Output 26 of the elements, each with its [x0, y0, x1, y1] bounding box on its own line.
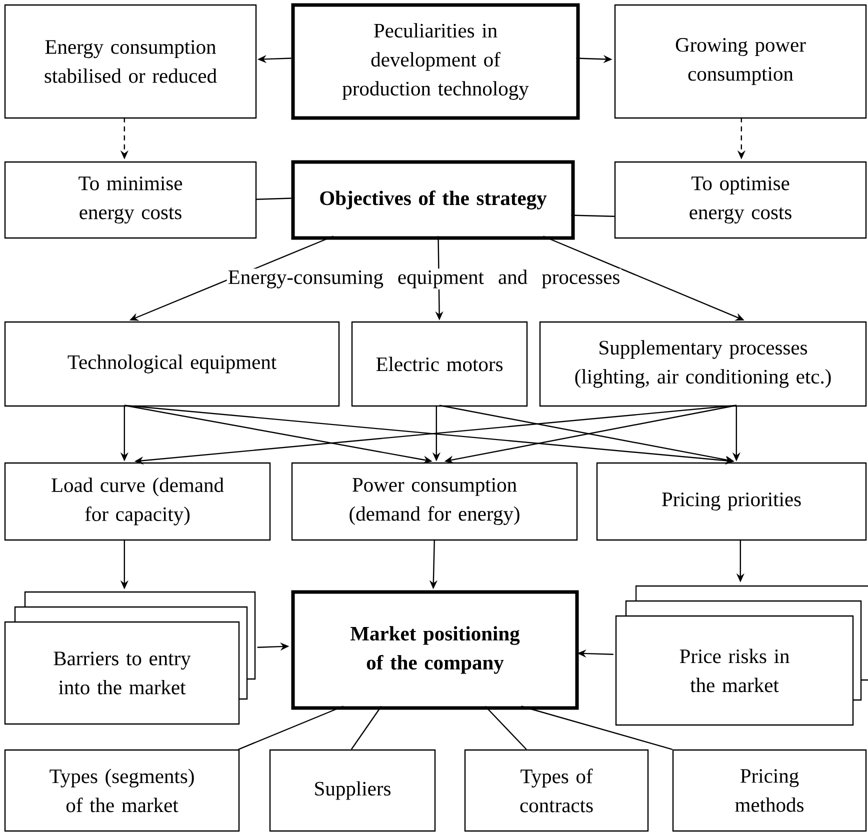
connector-line: [238, 706, 344, 750]
connector-line: [521, 706, 673, 750]
text-box: Pricing methods: [672, 749, 867, 832]
connector-line: [255, 198, 292, 200]
text-box: Energy consumption stabilised or reduced: [4, 4, 257, 119]
objective-box: Peculiarities in development of production technology: [291, 3, 580, 120]
connector-line: [571, 214, 614, 217]
objective-box: Objectives of the strategy: [291, 160, 575, 240]
text-box: Supplementary processes (lighting, air conditioning etc.): [539, 321, 867, 407]
text-box: Electric motors: [351, 321, 528, 407]
text-box: Types (segments) of the market: [4, 749, 240, 832]
stacked-box: Price risks in the market: [615, 585, 868, 726]
text-box: Suppliers: [269, 749, 436, 832]
text-box: Load curve (demand for capacity): [4, 462, 271, 541]
text-box: Technological equipment: [4, 321, 340, 407]
connector-line: [484, 706, 527, 750]
text-box: Power consumption (demand for energy): [291, 462, 578, 541]
connector-line: [350, 706, 382, 750]
text-box: Growing power consumption: [614, 4, 867, 119]
objective-box: Market positioning of the company: [291, 590, 579, 710]
text-box: Pricing priorities: [596, 462, 867, 541]
section-heading: Energy-consuming equipment and processes: [226, 268, 622, 290]
text-box: To optimise energy costs: [614, 161, 867, 239]
text-box: Types of contracts: [464, 749, 649, 832]
stacked-box: Barriers to entry into the market: [4, 591, 256, 725]
text-box: To minimise energy costs: [4, 161, 257, 239]
